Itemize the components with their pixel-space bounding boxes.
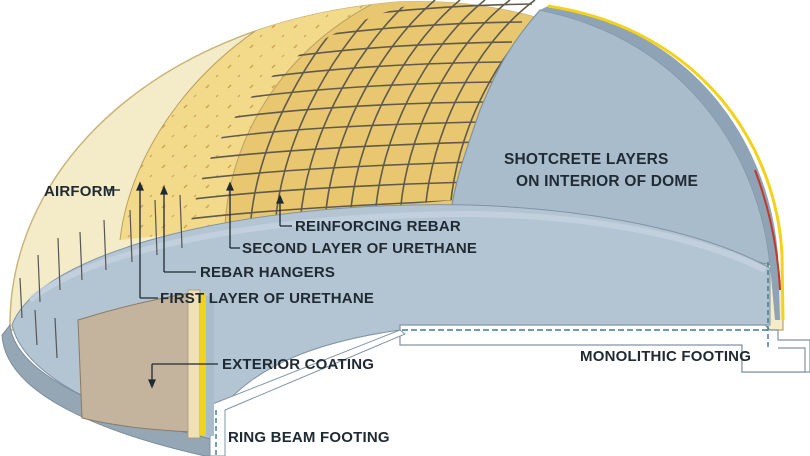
shotcrete-wall-layer <box>206 296 214 436</box>
label-airform: AIRFORM <box>44 183 115 200</box>
label-exterior-coating: EXTERIOR COATING <box>222 356 374 373</box>
rebar-grid <box>190 0 540 230</box>
footing-foot <box>741 345 806 373</box>
exterior-coating-edge <box>547 4 785 321</box>
label-shotcrete-line1: SHOTCRETE LAYERS <box>504 151 669 168</box>
label-monolithic-footing: MONOLITHIC FOOTING <box>580 348 751 365</box>
rebar-hangers <box>19 194 183 359</box>
label-first-urethane: FIRST LAYER OF URETHANE <box>160 290 374 307</box>
label-second-urethane: SECOND LAYER OF URETHANE <box>242 240 477 257</box>
red-membrane-edge <box>754 169 781 291</box>
label-shotcrete-line2: ON INTERIOR OF DOME <box>516 173 698 190</box>
ring-beam-wall <box>1 323 216 456</box>
floor-shading <box>28 210 767 303</box>
label-reinforcing-rebar: REINFORCING REBAR <box>295 218 461 235</box>
ring-beam-footing-section <box>209 329 406 456</box>
label-ring-beam-footing: RING BEAM FOOTING <box>228 429 390 446</box>
label-rebar-hangers: REBAR HANGERS <box>200 264 335 281</box>
leader-lines <box>108 181 292 389</box>
urethane-seam-2 <box>224 1 381 226</box>
